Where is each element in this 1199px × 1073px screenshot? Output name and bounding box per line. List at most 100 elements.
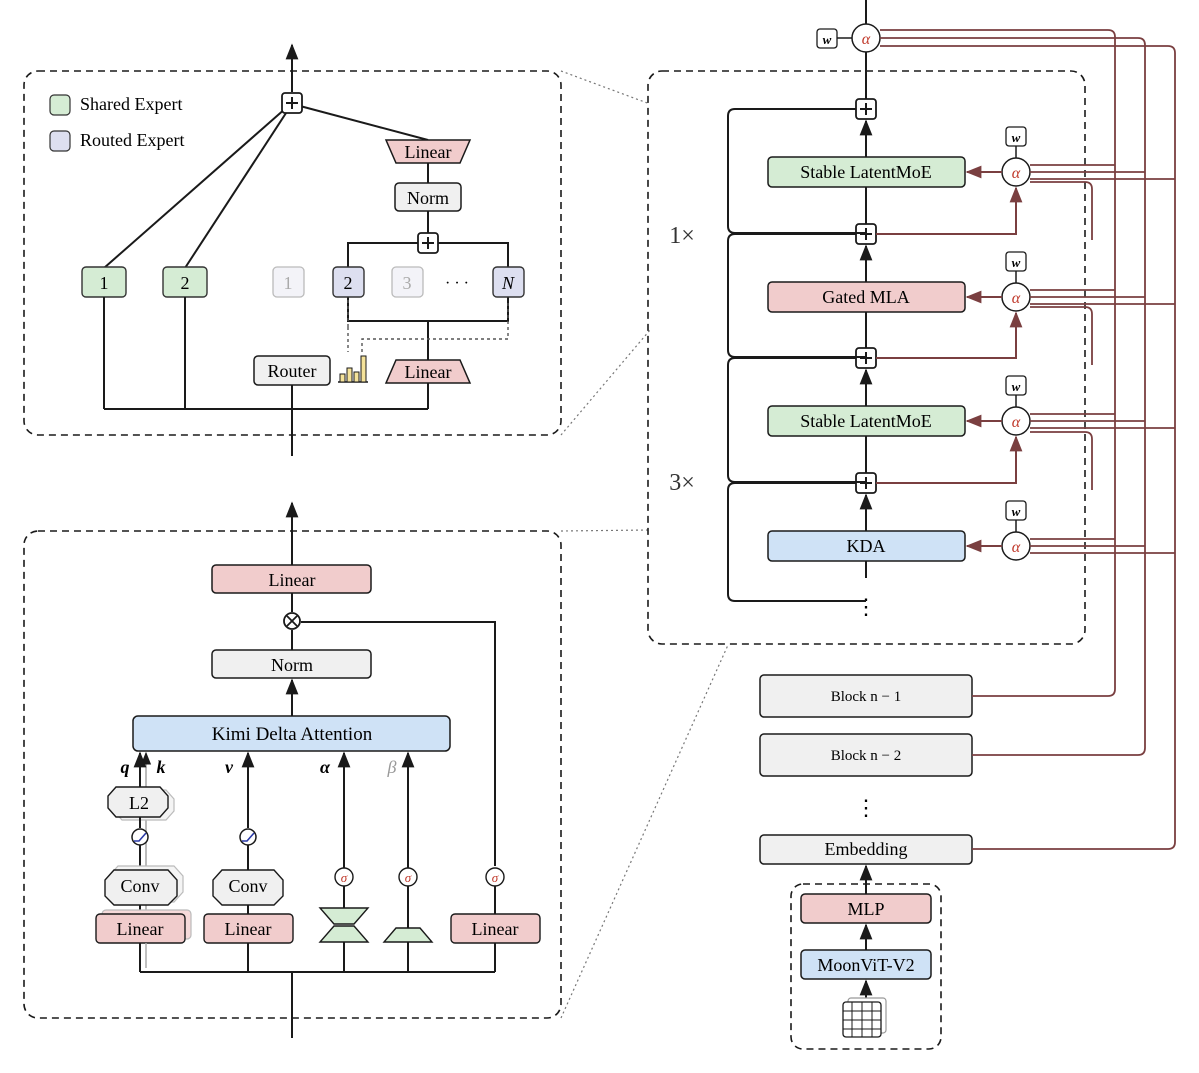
moe-panel: Shared Expert Routed Expert Linear Norm bbox=[23, 43, 562, 456]
moe-norm-label: Norm bbox=[407, 188, 449, 208]
zoom-connector-moe-bottom bbox=[560, 329, 651, 436]
linear-v-label: Linear bbox=[225, 919, 272, 939]
beta-proj bbox=[382, 927, 434, 943]
zoom-connector-kda-bottom bbox=[560, 644, 729, 1019]
moonvit-label: MoonViT-V2 bbox=[817, 955, 914, 975]
moe-linear-down-label: Linear bbox=[405, 362, 452, 382]
shared1-to-sum-line bbox=[103, 107, 287, 269]
layer4-alpha-label: α bbox=[1012, 539, 1021, 556]
v-activation-icon bbox=[239, 828, 257, 846]
kda-linear-out-label: Linear bbox=[269, 570, 316, 590]
embedding-bus bbox=[880, 45, 1176, 850]
block-n1-bus bbox=[880, 29, 1116, 697]
layer2-alpha-label: α bbox=[1012, 290, 1021, 307]
attention-residual-bus bbox=[880, 29, 1176, 850]
beta-sigmoid-label: σ bbox=[405, 870, 412, 885]
embedding-label: Embedding bbox=[825, 839, 908, 859]
qk-activation-icon bbox=[131, 828, 149, 846]
linear-to-sum-line bbox=[299, 105, 429, 141]
shared-expert-2-label: 2 bbox=[181, 273, 190, 293]
alpha-input-label: α bbox=[320, 757, 331, 777]
routed-sum-plus bbox=[417, 232, 439, 254]
routed-expert-n bbox=[492, 266, 525, 298]
block-n2-bus bbox=[880, 37, 1146, 756]
gate-to-mult-line bbox=[301, 621, 496, 866]
plus4-to-alpha3 bbox=[876, 435, 1023, 484]
mlp-label: MLP bbox=[847, 899, 884, 919]
layer2-attnres: w α bbox=[1001, 251, 1031, 312]
routed-expert-2 bbox=[332, 266, 365, 298]
skip-connection-1 bbox=[727, 108, 866, 234]
l2-box bbox=[107, 786, 169, 818]
repeat-1x-label: 1× bbox=[669, 223, 695, 249]
linear-qk-label: Linear bbox=[117, 919, 164, 939]
kimi-delta-attention-label: Kimi Delta Attention bbox=[212, 724, 373, 745]
plus2-to-alpha1 bbox=[876, 186, 1023, 235]
k-label: k bbox=[157, 757, 166, 777]
conv-v-box bbox=[212, 869, 284, 906]
layer2-w-label: w bbox=[1012, 255, 1021, 270]
skip-connection-2 bbox=[727, 233, 866, 358]
repeat-3x-label: 3× bbox=[669, 470, 695, 496]
shared-expert-1-label: 1 bbox=[100, 273, 109, 293]
moe-linear-up bbox=[384, 139, 472, 164]
legend-routed-label: Routed Expert bbox=[80, 130, 184, 150]
l3-intra-feed bbox=[1030, 431, 1093, 490]
routed-expert-1 bbox=[272, 266, 305, 298]
alpha-down-proj bbox=[318, 907, 370, 925]
routed-top-left-line bbox=[347, 242, 418, 268]
zoom-connector-moe-top bbox=[560, 70, 651, 105]
zoom-connector-kda-top bbox=[560, 529, 651, 532]
image-grid-icon bbox=[842, 997, 887, 1038]
q-label: q bbox=[121, 757, 130, 777]
block-n-minus-2-label: Block n − 2 bbox=[831, 748, 902, 764]
l2-intra-feed bbox=[1030, 306, 1093, 365]
mlp-box bbox=[800, 893, 932, 924]
routed-expert-1-label: 1 bbox=[284, 273, 293, 293]
layer3-w-label: w bbox=[1012, 379, 1021, 394]
shared2-to-sum-line bbox=[184, 109, 289, 269]
multiply-gate bbox=[283, 612, 301, 630]
routed-ellipsis: · · · bbox=[445, 275, 469, 292]
beta-input-label: β bbox=[387, 757, 397, 777]
plus3-to-alpha2 bbox=[876, 311, 1023, 359]
router-label: Router bbox=[268, 361, 317, 381]
block-n-minus-1-label: Block n − 1 bbox=[831, 689, 902, 705]
alpha-sigmoid-label: σ bbox=[341, 870, 348, 885]
layer1-alpha-label: α bbox=[1012, 165, 1021, 182]
layer3-alpha-label: α bbox=[1012, 414, 1021, 431]
stack-vdots: ⋮ bbox=[855, 594, 877, 619]
routed-expert-n-label: N bbox=[501, 273, 515, 293]
layer4-w-label: w bbox=[1012, 504, 1021, 519]
block-history: Block n − 1 Block n − 2 ⋮ Embedding MLP … bbox=[759, 674, 973, 1050]
router-select-dashed-3 bbox=[361, 300, 509, 352]
routed-expert-3-label: 3 bbox=[403, 273, 412, 293]
kimi-delta-attention-box bbox=[132, 715, 451, 752]
bar-chart-icon bbox=[338, 355, 368, 383]
layer1-w-label: w bbox=[1012, 130, 1021, 145]
routed-expert-3 bbox=[391, 266, 424, 298]
moe-linear-down bbox=[384, 359, 472, 384]
kda-panel: Linear Norm Kimi Delta Attention q k v α… bbox=[23, 501, 562, 1038]
moe-linear-up-label: Linear bbox=[405, 142, 452, 162]
gate-sigmoid-label: σ bbox=[492, 870, 499, 885]
kda-norm-box bbox=[211, 649, 372, 679]
v-label: v bbox=[225, 757, 234, 777]
layer-1-label: Stable LatentMoE bbox=[800, 162, 931, 182]
skip-connection-4 bbox=[727, 482, 866, 602]
top-w-label: w bbox=[823, 32, 832, 47]
l1-intra-feed bbox=[1030, 181, 1093, 240]
layer4-attnres: w α bbox=[1001, 500, 1031, 561]
l2-label: L2 bbox=[129, 793, 149, 813]
layer-3-label: Stable LatentMoE bbox=[800, 411, 931, 431]
legend-routed-swatch bbox=[49, 130, 71, 152]
skip-connection-3 bbox=[727, 357, 866, 483]
linear-gate-label: Linear bbox=[472, 919, 519, 939]
moonvit-box bbox=[800, 949, 932, 980]
legend-shared-swatch bbox=[49, 94, 71, 116]
routed-expert-2-label: 2 bbox=[344, 273, 353, 293]
layer-2-label: Gated MLA bbox=[822, 287, 909, 307]
conv-v-label: Conv bbox=[228, 876, 267, 896]
conv-qk-label: Conv bbox=[120, 876, 159, 896]
